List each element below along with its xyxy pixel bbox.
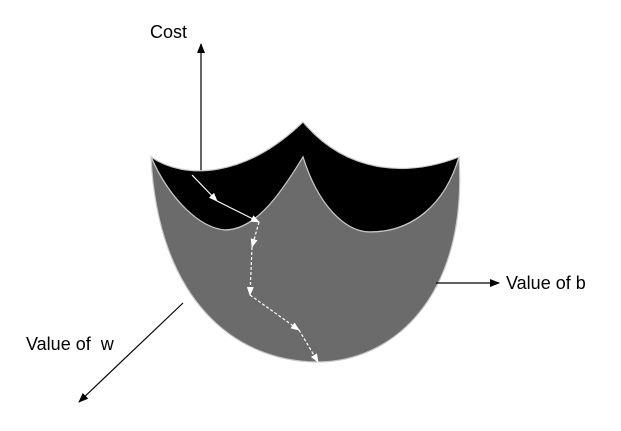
descent-path-solid [191, 174, 260, 223]
descent-step [250, 221, 260, 248]
descent-step [249, 294, 300, 331]
descent-step [298, 329, 319, 363]
w-axis [78, 302, 184, 403]
descent-step [216, 200, 260, 223]
descent-step [191, 174, 218, 202]
descent-step [246, 246, 254, 296]
cost-axis-label: Cost [150, 22, 187, 42]
descent-path-dashed [246, 221, 319, 363]
bowl-front-surface [150, 155, 461, 363]
b-axis-label: Value of b [506, 273, 586, 293]
w-axis-label: Value of w [26, 334, 115, 354]
